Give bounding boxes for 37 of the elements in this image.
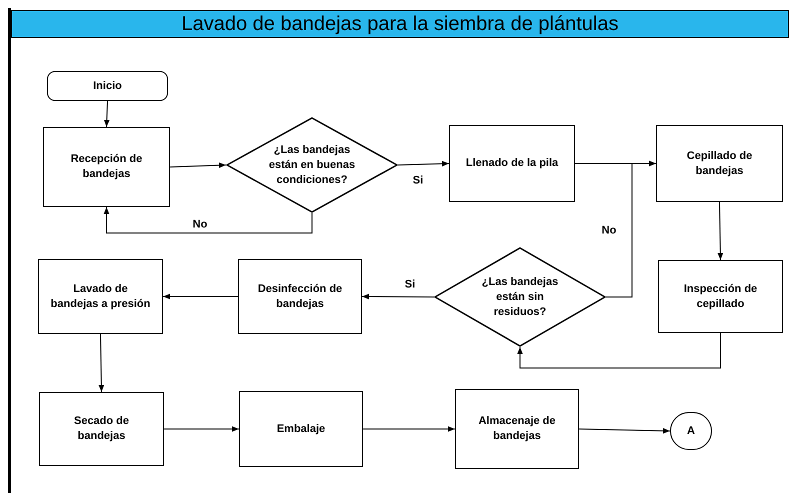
arrow: [170, 162, 226, 168]
process-box: [239, 391, 363, 467]
arrow: [98, 334, 104, 392]
process-box: [38, 259, 163, 334]
step-text: A: [687, 424, 695, 438]
process-box: [39, 392, 164, 466]
arrow: [398, 160, 450, 166]
step-text: Embalaje: [276, 422, 326, 436]
process-box: [238, 259, 362, 334]
arrow: [578, 428, 670, 434]
arrow: [718, 202, 724, 260]
arrow: [606, 160, 656, 298]
decision-text: ¿Las bandejas están en buenas condiciones?: [268, 142, 356, 188]
step-text: Recepción de bandejas: [70, 152, 144, 182]
process-box: [455, 389, 579, 469]
step-text: Lavado de bandejas a presión: [50, 282, 150, 312]
step-text: Inicio: [93, 78, 122, 94]
arrow: [104, 206, 312, 234]
arrow: [362, 294, 434, 300]
step-text: Secado de bandejas: [72, 414, 130, 444]
arrow: [517, 332, 721, 368]
step-text: Cepillado de bandejas: [686, 148, 754, 178]
decision-text: ¿Las bandejas están sin residuos?: [480, 274, 560, 320]
arrow: [104, 100, 110, 128]
start-terminal: [47, 71, 168, 101]
step-text: Desinfección de bandejas: [256, 282, 344, 312]
step-text: Inspección de cepillado: [682, 282, 758, 312]
step-text: Almacenaje de bandejas: [477, 414, 557, 444]
process-box: [449, 125, 575, 202]
arrow: [162, 294, 238, 300]
process-box: [658, 260, 783, 333]
title-bar: Lavado de bandejas para la siembra de plántulas: [11, 10, 789, 38]
process-box: [43, 127, 170, 207]
arrow: [362, 426, 456, 432]
process-box: [656, 125, 783, 202]
arrow: [164, 426, 240, 432]
step-text: Llenado de la pila: [466, 156, 558, 171]
